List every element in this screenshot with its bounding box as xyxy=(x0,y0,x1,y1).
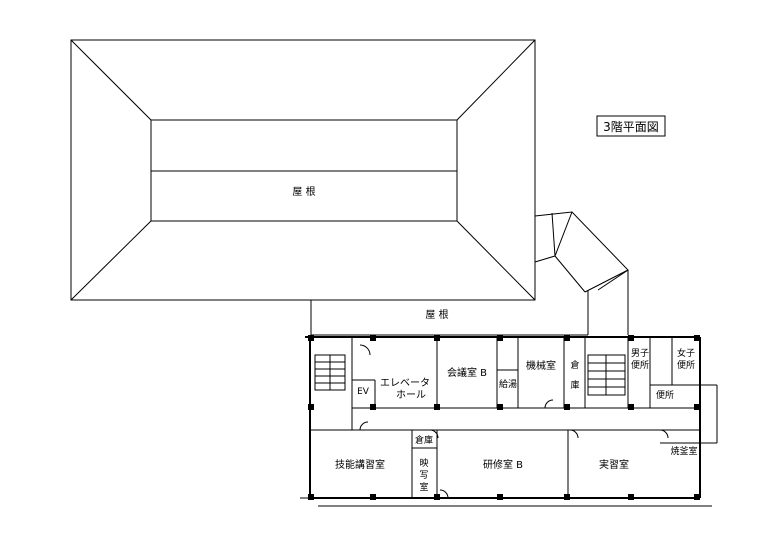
connector-inner xyxy=(534,255,586,293)
hip-line xyxy=(70,220,152,301)
hip-line xyxy=(456,220,536,301)
column xyxy=(628,404,634,410)
building xyxy=(300,335,718,507)
room-mens-1: 男子 xyxy=(631,348,649,359)
room-labels: EV エレベータ ホール 会議室 B 給湯 機械室 倉 庫 男子 便所 女子 便… xyxy=(335,347,698,493)
column xyxy=(564,335,570,341)
title-frame xyxy=(596,115,666,137)
column xyxy=(564,494,570,500)
room-ev: EV xyxy=(357,387,370,397)
room-copy-2: 写 xyxy=(419,470,428,481)
room-toilet: 便所 xyxy=(656,389,674,401)
hip-line xyxy=(70,39,152,121)
connector-edge xyxy=(584,269,629,293)
door-swing xyxy=(569,429,579,439)
column xyxy=(497,494,503,500)
room-machine: 機械室 xyxy=(526,359,556,372)
room-mens-2: 便所 xyxy=(631,359,649,371)
floor-title-box: 3階平面図 xyxy=(596,115,666,137)
room-elevator-hall-2: ホール xyxy=(396,389,426,401)
roof-outline xyxy=(70,39,536,301)
room-meeting-b: 会議室 B xyxy=(447,366,487,379)
column xyxy=(564,404,570,410)
connector-outer xyxy=(534,211,629,291)
connector-roof xyxy=(534,211,629,335)
column xyxy=(497,335,503,341)
lower-roof-label: 屋 根 xyxy=(425,308,448,321)
column xyxy=(370,404,376,410)
room-storage-2: 倉庫 xyxy=(415,434,433,446)
column xyxy=(308,404,314,410)
room-womens-2: 便所 xyxy=(677,359,695,371)
door-swing xyxy=(359,421,369,431)
lower-roof-outline xyxy=(310,300,588,336)
column xyxy=(694,404,700,410)
stairs-left xyxy=(314,354,346,391)
column xyxy=(497,404,503,410)
upper-roof-label: 屋 根 xyxy=(292,185,315,198)
connector-edge xyxy=(554,211,573,257)
column xyxy=(694,335,700,341)
column xyxy=(434,404,440,410)
stairs-right xyxy=(587,354,626,396)
column xyxy=(370,494,376,500)
lower-roof: 屋 根 xyxy=(310,300,588,336)
room-copy-1: 映 xyxy=(419,457,428,469)
room-skills: 技能講習室 xyxy=(335,458,385,471)
column xyxy=(308,335,314,341)
room-storage-1a: 倉 xyxy=(570,359,579,371)
hip-line xyxy=(456,39,536,121)
room-practice: 実習室 xyxy=(599,458,629,471)
floor-title: 3階平面図 xyxy=(603,119,659,134)
door-swing xyxy=(429,429,439,439)
room-elevator-hall-1: エレベータ xyxy=(380,377,430,389)
room-storage-1b: 庫 xyxy=(570,379,579,391)
column xyxy=(370,335,376,341)
door-swing xyxy=(439,489,449,499)
room-kyuto: 給湯 xyxy=(499,378,517,390)
column xyxy=(434,494,440,500)
room-boiler: 焼釜室 xyxy=(670,445,697,457)
room-copy-3: 室 xyxy=(419,481,428,493)
upper-roof: 屋 根 xyxy=(70,39,536,301)
column xyxy=(628,494,634,500)
connector-edge xyxy=(551,212,556,257)
room-womens-1: 女子 xyxy=(677,347,695,359)
column xyxy=(694,494,700,500)
column xyxy=(434,335,440,341)
door-swing xyxy=(659,429,669,439)
column xyxy=(308,494,314,500)
room-training-b: 研修室 B xyxy=(483,458,523,471)
door-swing xyxy=(359,344,371,356)
door-swing xyxy=(544,399,554,409)
column xyxy=(628,335,634,341)
